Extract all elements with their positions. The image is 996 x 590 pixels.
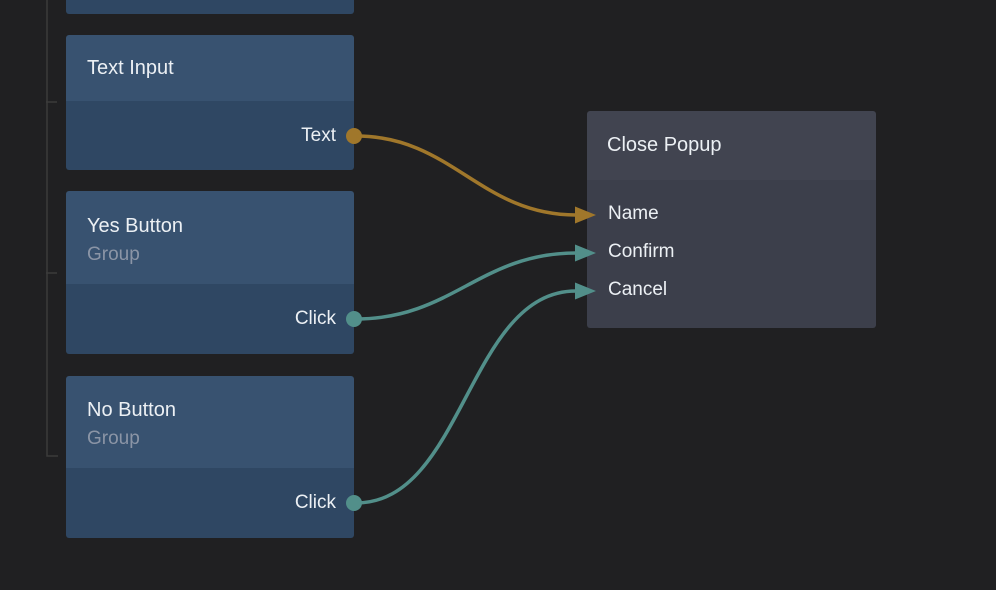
node-partial-top[interactable] <box>66 0 354 14</box>
output-port-click[interactable]: Click <box>66 284 362 354</box>
port-dot-icon[interactable] <box>346 127 362 144</box>
node-subtitle: Group <box>87 244 140 265</box>
input-port-name[interactable]: Name <box>587 195 876 233</box>
port-dot-icon[interactable] <box>346 495 362 511</box>
wire-noclick-to-cancel[interactable] <box>355 282 596 505</box>
node-title: Close Popup <box>607 134 722 156</box>
node-no-button-header: No Button Group <box>66 376 354 468</box>
output-port-click[interactable]: Click <box>66 468 362 538</box>
node-yes-button-header: Yes Button Group <box>66 191 354 284</box>
output-port-label: Click <box>294 308 336 329</box>
node-text-input[interactable]: Text Input Text <box>66 35 362 170</box>
wire-path[interactable] <box>355 289 577 505</box>
node-text-input-header: Text Input <box>66 35 354 101</box>
node-close-popup-header: Close Popup <box>587 111 876 180</box>
hierarchy-vertical-line <box>46 0 58 457</box>
input-port-label: Cancel <box>608 279 668 300</box>
wire-text-to-name[interactable] <box>355 134 596 224</box>
output-port-label: Text <box>301 124 336 146</box>
input-port-confirm[interactable]: Confirm <box>587 233 876 271</box>
port-dot-icon[interactable] <box>346 311 362 327</box>
node-yes-button-body: Click <box>66 284 362 354</box>
input-port-label: Name <box>608 203 659 224</box>
node-no-button-body: Click <box>66 468 362 538</box>
node-title: Text Input <box>87 57 174 79</box>
wire-path[interactable] <box>355 251 577 321</box>
node-title: No Button <box>87 399 176 421</box>
node-subtitle: Group <box>87 428 140 449</box>
input-port-cancel[interactable]: Cancel <box>587 271 876 309</box>
node-no-button[interactable]: No Button Group Click <box>66 376 362 538</box>
node-yes-button[interactable]: Yes Button Group Click <box>66 191 362 354</box>
output-port-label: Click <box>294 492 336 513</box>
node-close-popup-body: Name Confirm Cancel <box>587 180 876 328</box>
node-text-input-body: Text <box>66 101 362 170</box>
input-port-label: Confirm <box>608 241 675 262</box>
wire-yesclick-to-confirm[interactable] <box>355 244 596 321</box>
node-close-popup[interactable]: Close Popup Name Confirm Cancel <box>587 111 876 328</box>
node-title: Yes Button <box>87 215 184 237</box>
output-port-text[interactable]: Text <box>66 101 362 170</box>
wire-path[interactable] <box>355 134 577 217</box>
